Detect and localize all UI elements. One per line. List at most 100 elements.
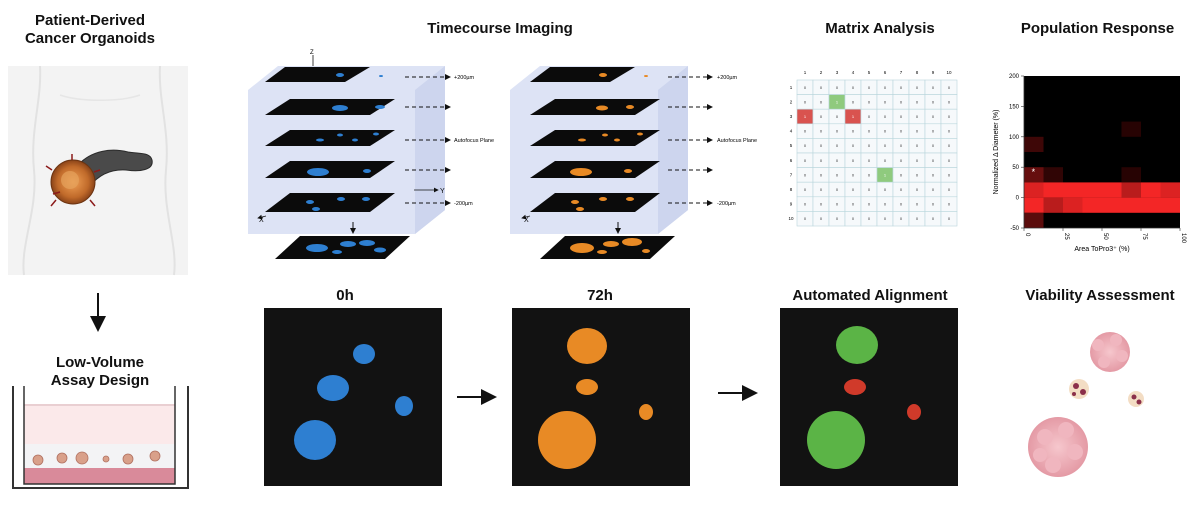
stack1-top-label: +200µm (454, 75, 475, 81)
heatmap-cell (1024, 182, 1044, 198)
matrix-cell-value: 0 (836, 114, 839, 119)
matrix-cell-value: 0 (804, 158, 807, 163)
matrix-cell-value: 0 (820, 202, 823, 207)
heatmap-cell (1141, 197, 1161, 213)
matrix-cell-value: 0 (868, 85, 871, 90)
matrix-row-label: 9 (790, 202, 793, 207)
matrix-cell-value: 0 (916, 202, 919, 207)
matrix-cell-value: 0 (820, 129, 823, 134)
matrix-cell-value: 0 (868, 187, 871, 192)
heatmap-cell (1063, 197, 1083, 213)
matrix-cell-value: 0 (836, 202, 839, 207)
matrix-row-label: 1 (790, 85, 793, 90)
matrix-cell-value: 0 (820, 143, 823, 148)
matrix-cell-value: 0 (900, 114, 903, 119)
matrix-cell-value: 0 (836, 158, 839, 163)
matrix-cell (940, 211, 958, 227)
heatmap-x-tick-label: 50 (1102, 233, 1108, 240)
matrix-cell-value: 0 (948, 216, 951, 221)
matrix-cell-value: 0 (916, 158, 919, 163)
heatmap-x-tick-label: 100 (1180, 233, 1186, 244)
heatmap-y-tick-label: 100 (1009, 135, 1020, 141)
matrix-cell-value: 0 (820, 85, 823, 90)
matrix-cell-value: 0 (852, 129, 855, 134)
matrix-cell-value: 0 (852, 216, 855, 221)
panel-alignment (780, 308, 958, 486)
matrix-cell-value: 0 (932, 129, 935, 134)
matrix-cell-value: 0 (948, 187, 951, 192)
matrix-cell-value: 0 (932, 172, 935, 177)
matrix-cell-value: 0 (900, 99, 903, 104)
heatmap-x-tick-label: 0 (1024, 233, 1030, 237)
matrix-cell-value: 0 (948, 129, 951, 134)
time-72h-title: 72h (587, 287, 613, 304)
matrix-cell-value: 0 (804, 202, 807, 207)
z-stack-blue (248, 55, 451, 259)
panel-0h (264, 308, 442, 486)
matrix-cell-value: 0 (884, 143, 887, 148)
panel-72h (512, 308, 690, 486)
z-axis-label: Z (310, 50, 314, 56)
heatmap-cell (1160, 182, 1180, 198)
heatmap-cell (1024, 167, 1044, 183)
heatmap-cell (1082, 197, 1102, 213)
heatmap-x-tick-label: 25 (1063, 233, 1069, 240)
matrix-cell-value: 0 (836, 187, 839, 192)
matrix-cell-value: 0 (916, 114, 919, 119)
matrix-cell-value: 0 (868, 129, 871, 134)
heatmap-y-tick-label: 200 (1009, 74, 1020, 80)
heatmap-cell (1043, 197, 1063, 213)
heatmap-x-tick-label: 75 (1141, 233, 1147, 240)
matrix-cell-value: 0 (932, 114, 935, 119)
matrix-cell-value: 0 (820, 99, 823, 104)
matrix-cell-value: 0 (948, 158, 951, 163)
matrix-cell-value: 0 (932, 202, 935, 207)
matrix-cell-value: 0 (916, 172, 919, 177)
heatmap-cell (1102, 182, 1122, 198)
matrix-cell-value: 0 (884, 202, 887, 207)
matrix-cell-value: 0 (868, 158, 871, 163)
matrix-cell-value: 0 (804, 216, 807, 221)
time-0h-title: 0h (336, 287, 354, 304)
matrix-cell-value: 0 (900, 202, 903, 207)
matrix-cell-value: 0 (852, 99, 855, 104)
z-stack-orange (510, 66, 713, 259)
matrix-cell-value: 0 (948, 172, 951, 177)
heatmap-y-tick-label: 50 (1012, 165, 1019, 171)
matrix-cell-value: 0 (948, 114, 951, 119)
matrix-cell-value: 0 (852, 143, 855, 148)
matrix-cell-value: 0 (932, 143, 935, 148)
matrix-cell-value: 0 (852, 187, 855, 192)
matrix-cell-value: 0 (932, 158, 935, 163)
heatmap-y-tick-label: -50 (1010, 226, 1019, 232)
heatmap-cell (1082, 182, 1102, 198)
heatmap-y-tick-label: 0 (1016, 196, 1020, 202)
matrix-cell-value: 0 (852, 202, 855, 207)
matrix-cell-value: 0 (804, 99, 807, 104)
heatmap-cell (1160, 197, 1180, 213)
stack1-focus-label: Autofocus Plane (454, 138, 494, 144)
matrix-cell-value: 0 (884, 158, 887, 163)
matrix-cell-value: 0 (916, 85, 919, 90)
matrix-row-label: 3 (790, 114, 793, 119)
stack2-bottom-label: -200µm (717, 201, 736, 207)
matrix-row-label: 10 (788, 216, 794, 221)
matrix-col-label: 10 (946, 70, 952, 75)
heatmap-y-label: Normalized Δ Diameter (%) (993, 110, 1000, 195)
matrix-cell-value: 0 (884, 114, 887, 119)
matrix-cell-value: 0 (900, 129, 903, 134)
matrix-cell-value: 0 (900, 172, 903, 177)
matrix-cell-value: 0 (884, 187, 887, 192)
matrix-cell-value: 0 (868, 216, 871, 221)
x-axis-label-2: X (524, 217, 529, 224)
matrix-cell-value: 0 (900, 187, 903, 192)
matrix-row-label: 4 (790, 129, 793, 134)
stack1-bottom-label: -200µm (454, 201, 473, 207)
matrix-cell-value: 0 (884, 85, 887, 90)
matrix-cell-value: 0 (820, 114, 823, 119)
matrix-col-label: 4 (852, 70, 855, 75)
matrix-row-label: 2 (790, 99, 793, 104)
matrix-col-label: 1 (804, 70, 807, 75)
